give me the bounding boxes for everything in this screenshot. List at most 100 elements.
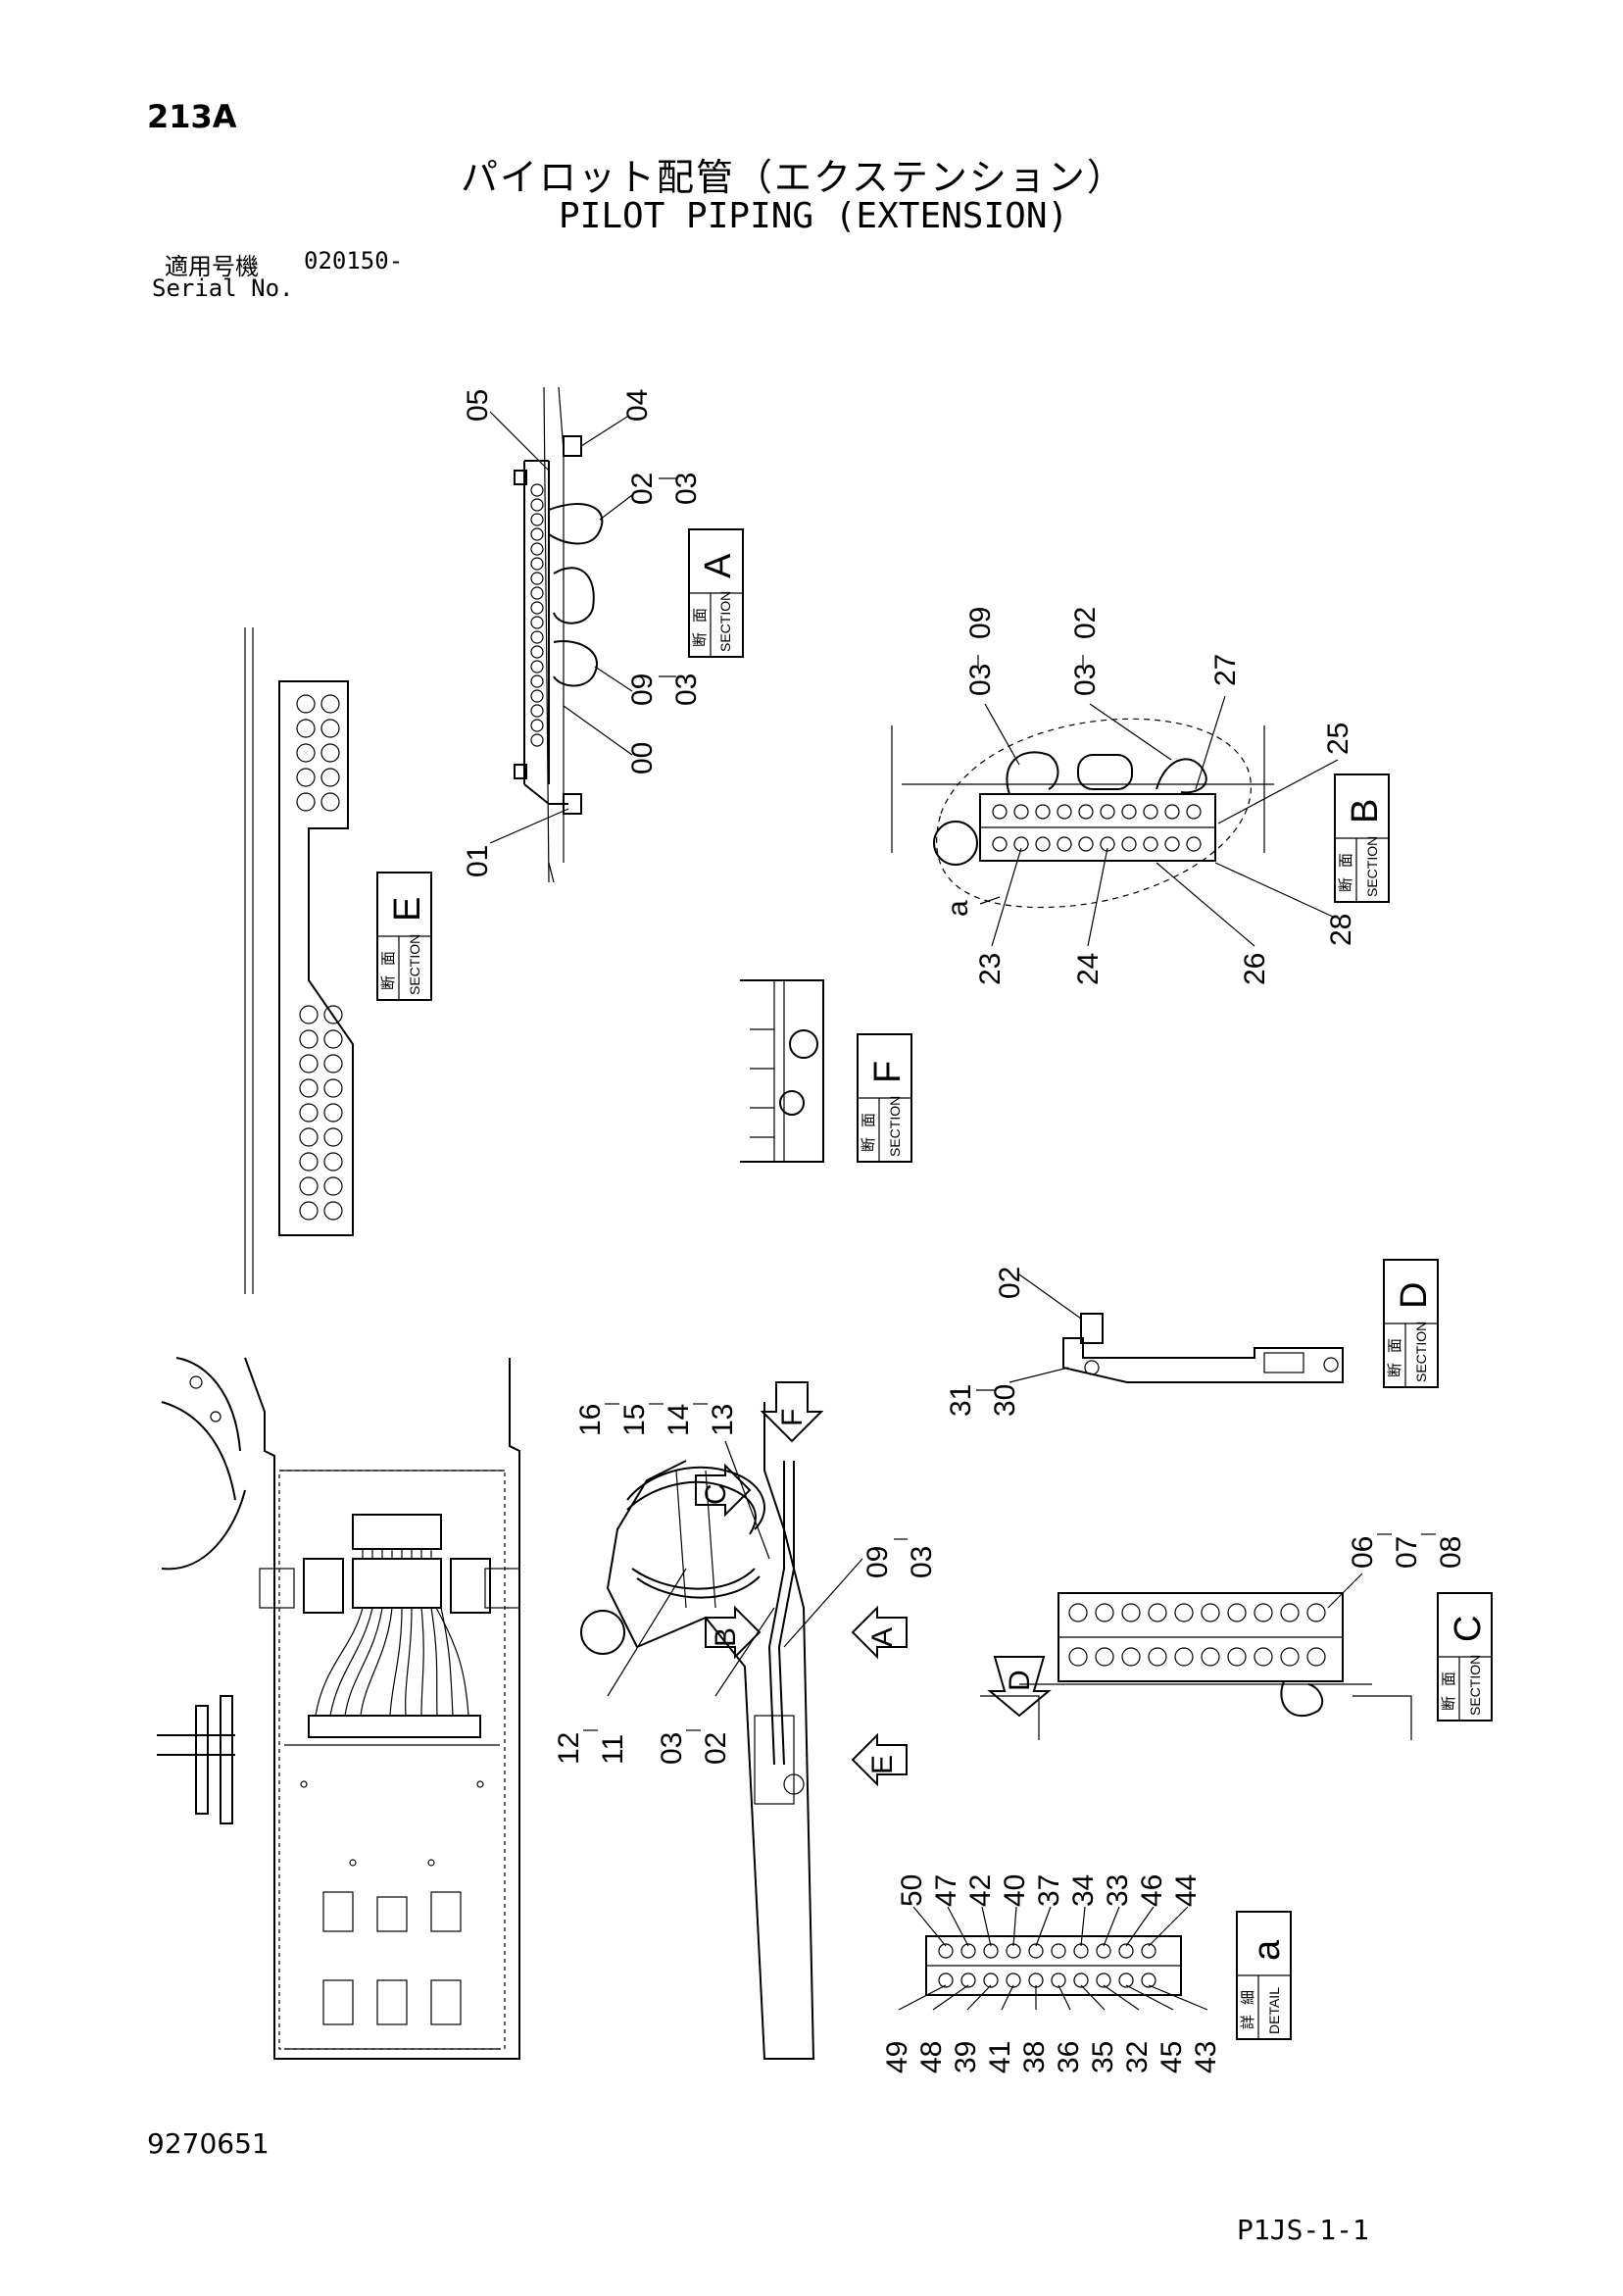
section-label-en: SECTION (887, 1096, 903, 1157)
section-a-fittings (530, 483, 544, 747)
main-boom-view: F C B A E 16 15 14 13 09 03 (553, 1381, 938, 2060)
detail-a-num-45: 45 (1156, 2041, 1188, 2073)
section-c-view: 06 07 08 C 断 面 SECTION D (980, 1533, 1493, 1740)
section-c-label-box: C 断 面 SECTION (1437, 1592, 1493, 1722)
callout-13: 13 (707, 1404, 739, 1436)
detail-a-num-34: 34 (1067, 1874, 1100, 1907)
serial-label-english: Serial No. (152, 275, 294, 302)
callout-b-24: 24 (1072, 953, 1105, 985)
section-label-jp2: 面 (1337, 853, 1354, 868)
section-label-jp2: 面 (691, 608, 709, 623)
section-b-view: 03 09 03 02 27 25 28 26 24 23 a B 断 面 SE… (891, 607, 1390, 985)
section-e-label-box: E 断 面 SECTION (376, 872, 432, 1001)
section-b-label-box: B 断 面 SECTION (1334, 774, 1390, 903)
section-label-jp2: 面 (1386, 1338, 1403, 1353)
section-b-letter: B (1345, 799, 1386, 824)
section-e-fittings-lower (299, 1005, 343, 1221)
section-b-fittings (992, 804, 1202, 852)
detail-a-num-36: 36 (1053, 2041, 1085, 2073)
callout-d-31: 31 (945, 1384, 977, 1417)
serial-number-value: 020150- (304, 247, 404, 275)
callout-04: 04 (621, 389, 654, 422)
callout-b-09: 09 (964, 607, 997, 639)
section-f-label-box: F 断 面 SECTION (857, 1033, 912, 1163)
callout-c-07: 07 (1391, 1536, 1423, 1569)
main-plan-hoses (315, 1607, 469, 1717)
detail-a-num-38: 38 (1018, 2041, 1051, 2073)
detail-a-num-47: 47 (930, 1874, 962, 1907)
section-label-jp: 断 (1337, 877, 1354, 892)
callout-b-28: 28 (1325, 914, 1357, 946)
section-label-jp2: 面 (379, 951, 397, 966)
section-label-en: SECTION (717, 591, 733, 652)
detail-a-num-40: 40 (999, 1874, 1031, 1907)
callout-03: 03 (670, 473, 703, 505)
callout-02: 02 (626, 473, 659, 505)
callout-14: 14 (663, 1404, 695, 1436)
detail-a-num-42: 42 (964, 1874, 997, 1907)
section-label-jp: 断 (860, 1137, 877, 1152)
detail-label-jp: 詳 (1239, 2015, 1256, 2029)
detail-a-num-44: 44 (1170, 1874, 1203, 1907)
view-arrow-e: E (851, 1732, 908, 1787)
page-code: P1JS-1-1 (1237, 2214, 1369, 2246)
callout-11: 11 (597, 1734, 629, 1765)
section-a-letter: A (698, 553, 739, 578)
callout-d-30: 30 (989, 1384, 1021, 1417)
section-a-label-box: A 断 面 SECTION (688, 528, 744, 658)
callout-16: 16 (574, 1404, 607, 1436)
detail-a-num-33: 33 (1102, 1874, 1134, 1907)
callout-03-bottom: 03 (656, 1732, 688, 1765)
callout-d-02: 02 (994, 1267, 1026, 1299)
callout-b-03b: 03 (1069, 664, 1102, 696)
detail-a-num-49: 49 (881, 2041, 913, 2073)
section-f-view: F 断 面 SECTION (740, 979, 912, 1163)
detail-a-num-32: 32 (1121, 2041, 1154, 2073)
callout-03-main: 03 (906, 1546, 938, 1578)
title-english: PILOT PIPING (EXTENSION) (559, 196, 1069, 236)
detail-a-num-43: 43 (1190, 2041, 1222, 2073)
section-d-view: 02 31 30 D 断 面 SECTION (945, 1259, 1439, 1417)
detail-label-en: DETAIL (1266, 1987, 1282, 2034)
callout-09-main: 09 (861, 1546, 894, 1578)
callout-c-06: 06 (1347, 1536, 1379, 1569)
view-arrow-a-letter: A (866, 1627, 899, 1647)
document-number: 9270651 (147, 2127, 270, 2160)
detail-a-num-41: 41 (984, 2041, 1016, 2073)
view-arrow-b-letter: B (710, 1627, 742, 1647)
section-c-fittings (1068, 1603, 1326, 1667)
callout-b-23: 23 (974, 953, 1007, 985)
section-label-en: SECTION (1467, 1655, 1483, 1716)
callout-b-a: a (942, 900, 974, 917)
callout-c-08: 08 (1435, 1536, 1467, 1569)
detail-a-label-box: a 詳 細 DETAIL (1236, 1911, 1292, 2040)
main-plan-view (157, 1357, 520, 2060)
view-arrow-f: F (760, 1381, 824, 1443)
detail-a-view: 50 47 42 40 37 34 33 46 44 49 48 39 41 3… (881, 1874, 1292, 2073)
view-arrow-b: B (705, 1605, 762, 1660)
detail-label-jp2: 細 (1239, 1990, 1256, 2005)
callout-b-25: 25 (1322, 723, 1354, 755)
detail-a-num-39: 39 (950, 2041, 982, 2073)
section-label-jp: 断 (379, 975, 397, 990)
section-label-en: SECTION (1364, 836, 1380, 897)
detail-a-num-37: 37 (1033, 1874, 1065, 1907)
title-japanese: パイロット配管（エクステンション） (461, 156, 1126, 199)
section-label-en: SECTION (1413, 1322, 1429, 1382)
callout-00: 00 (626, 742, 659, 774)
detail-a-num-48: 48 (915, 2041, 948, 2073)
view-arrow-f-letter: F (776, 1409, 809, 1426)
callout-b-02: 02 (1069, 607, 1102, 639)
callout-01: 01 (462, 845, 494, 877)
callout-09: 09 (626, 674, 659, 706)
view-arrow-c: C (695, 1463, 752, 1518)
view-arrow-a: A (851, 1605, 908, 1660)
callout-03b: 03 (670, 674, 703, 706)
section-label-jp2: 面 (860, 1113, 877, 1127)
detail-a-num-35: 35 (1087, 2041, 1119, 2073)
section-f-letter: F (867, 1061, 909, 1083)
page-number: 213A (147, 98, 237, 135)
view-arrow-d-letter: D (1004, 1670, 1036, 1691)
serial-label-japanese: 適用号機 (165, 253, 259, 280)
